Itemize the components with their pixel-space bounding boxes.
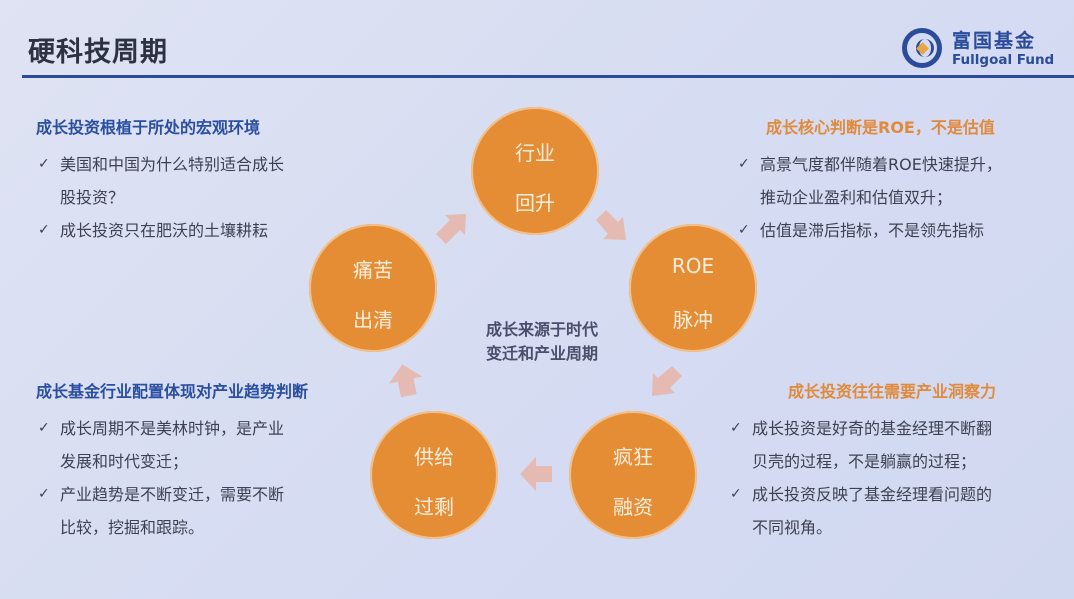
check-icon: ✓ xyxy=(730,420,742,436)
check-icon: ✓ xyxy=(738,156,750,172)
bullet-item: ✓ 成长投资是好奇的基金经理不断翻 贝壳的过程，不是躺赢的过程； xyxy=(728,412,996,478)
arrow-icon xyxy=(388,364,423,398)
bullet-item: ✓ 估值是滞后指标，不是领先指标 xyxy=(736,214,1002,247)
arrow-icon xyxy=(652,366,682,396)
section-roe-core: 成长核心判断是ROE，不是估值 ✓ 高景气度都伴随着ROE快速提升， 推动企业盈… xyxy=(736,114,1002,247)
brand-logo: 富国基金 Fullgoal Fund xyxy=(900,26,1070,72)
logo-chinese-name: 富国基金 xyxy=(952,30,1037,52)
arrow-icon xyxy=(436,214,466,244)
check-icon: ✓ xyxy=(38,222,50,238)
section-heading: 成长投资往往需要产业洞察力 xyxy=(788,382,997,401)
title-divider xyxy=(22,75,1074,78)
section-heading: 成长基金行业配置体现对产业趋势判断 xyxy=(36,382,309,401)
bullet-item: ✓ 成长周期不是美林时钟，是产业 发展和时代变迁； xyxy=(36,412,308,478)
section-macro-environment: 成长投资根植于所处的宏观环境 ✓ 美国和中国为什么特别适合成长 股投资？ ✓ 成… xyxy=(36,114,284,247)
bullet-item: ✓ 产业趋势是不断变迁，需要不断 比较，挖掘和跟踪。 xyxy=(36,478,308,544)
bullet-item: ✓ 美国和中国为什么特别适合成长 股投资？ xyxy=(36,148,284,214)
cycle-node-painful-clearing: 痛苦 出清 xyxy=(309,224,437,352)
check-icon: ✓ xyxy=(738,222,750,238)
section-industry-allocation: 成长基金行业配置体现对产业趋势判断 ✓ 成长周期不是美林时钟，是产业 发展和时代… xyxy=(36,378,308,544)
cycle-node-industry-recovery: 行业 回升 xyxy=(471,107,599,235)
bullet-item: ✓ 成长投资反映了基金经理看问题的 不同视角。 xyxy=(728,478,996,544)
check-icon: ✓ xyxy=(38,420,50,436)
bullet-item: ✓ 高景气度都伴随着ROE快速提升， 推动企业盈利和估值双升； xyxy=(736,148,1002,214)
check-icon: ✓ xyxy=(38,486,50,502)
section-industry-insight: 成长投资往往需要产业洞察力 ✓ 成长投资是好奇的基金经理不断翻 贝壳的过程，不是… xyxy=(728,378,996,544)
arrow-icon xyxy=(520,457,552,491)
check-icon: ✓ xyxy=(38,156,50,172)
fullgoal-logo-icon xyxy=(902,28,942,68)
cycle-node-oversupply: 供给 过剩 xyxy=(370,411,498,539)
cycle-node-frenzied-financing: 疯狂 融资 xyxy=(569,411,697,539)
cycle-center-caption: 成长来源于时代 变迁和产业周期 xyxy=(485,320,598,363)
section-heading: 成长投资根植于所处的宏观环境 xyxy=(36,118,261,137)
check-icon: ✓ xyxy=(730,486,742,502)
section-heading: 成长核心判断是ROE，不是估值 xyxy=(766,118,995,137)
page-title: 硬科技周期 xyxy=(28,37,168,68)
bullet-item: ✓ 成长投资只在肥沃的土壤耕耘 xyxy=(36,214,284,247)
arrow-icon xyxy=(596,210,626,240)
logo-english-name: Fullgoal Fund xyxy=(952,52,1055,68)
cycle-node-roe-pulse: ROE 脉冲 xyxy=(629,224,757,352)
